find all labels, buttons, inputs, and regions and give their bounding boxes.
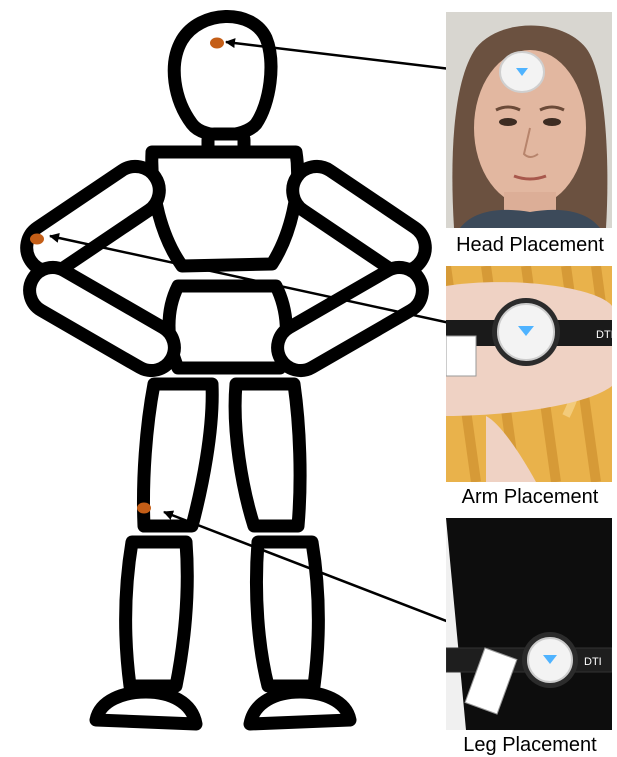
leg-placement-photo: DTI — [446, 518, 612, 730]
strap-text: DTI — [596, 329, 612, 341]
figure-pelvis — [169, 286, 286, 368]
figure-right-upper-arm — [283, 157, 434, 281]
figure-chest — [152, 152, 298, 266]
leg-placement-marker — [137, 503, 151, 514]
figure-left-thigh — [143, 384, 212, 526]
figure-left-shin — [126, 542, 188, 686]
strap-text: DTI — [584, 656, 602, 668]
figure-right-shin — [256, 542, 318, 686]
figure-right-thigh — [235, 384, 300, 526]
arm-placement-photo: DTI — [446, 266, 612, 482]
mannequin-figure — [17, 16, 434, 724]
head-placement-caption: Head Placement — [444, 234, 616, 257]
figure-right-foot — [250, 692, 350, 724]
figure-head — [174, 16, 271, 135]
arm-placement-caption: Arm Placement — [444, 486, 616, 509]
head-placement-marker — [210, 38, 224, 49]
figure-left-upper-arm — [17, 157, 168, 281]
figure-left-forearm — [21, 259, 183, 379]
figure-left-foot — [96, 692, 196, 724]
head-placement-photo — [446, 12, 612, 228]
figure-right-forearm — [269, 259, 431, 379]
leg-placement-caption: Leg Placement — [444, 734, 616, 757]
arm-placement-marker — [30, 234, 44, 245]
